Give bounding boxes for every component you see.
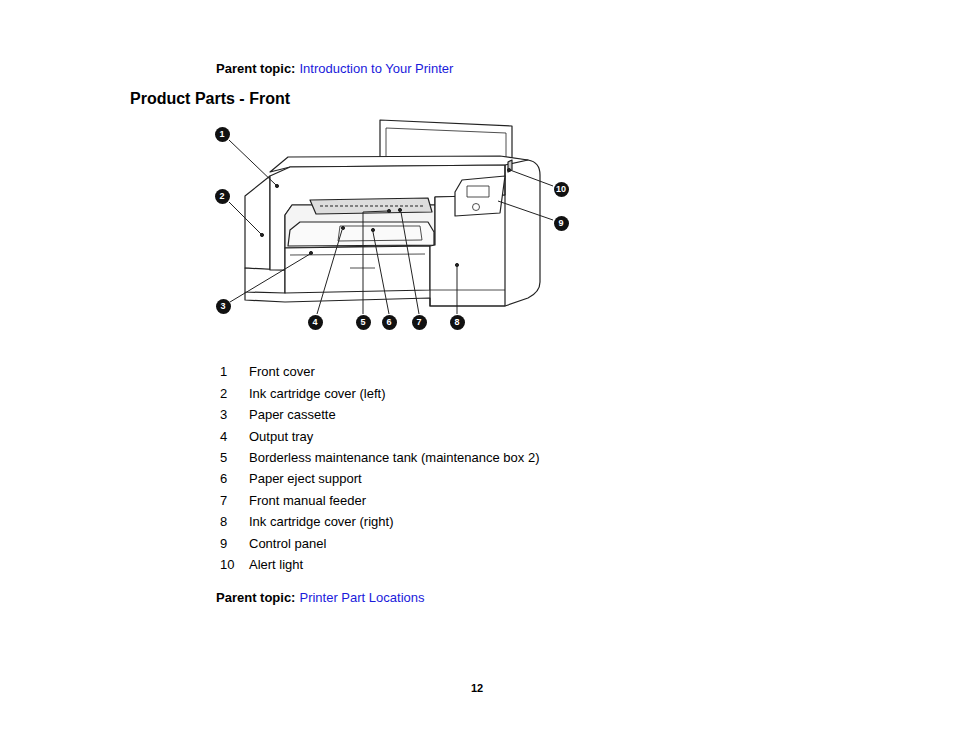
callout-text: 2 [219, 191, 224, 201]
callout-text: 3 [220, 301, 225, 311]
callout-text: 7 [416, 317, 421, 327]
list-number: 8 [220, 514, 227, 530]
part-name: Paper cassette [249, 407, 336, 423]
callout-text: 9 [558, 218, 563, 228]
part-name: Control panel [249, 536, 326, 552]
parent-topic-label: Parent topic: [216, 590, 295, 606]
callout-number: 2 [215, 189, 230, 204]
callout-text: 6 [386, 317, 391, 327]
part-name: Paper eject support [249, 471, 362, 487]
callout-text: 8 [454, 317, 459, 327]
part-name: Alert light [249, 557, 303, 573]
callout-number: 4 [308, 315, 323, 330]
callout-number: 1 [215, 127, 230, 142]
list-number: 3 [220, 407, 227, 423]
callout-text: 4 [312, 317, 317, 327]
callout-text: 1 [219, 129, 224, 139]
part-name: Borderless maintenance tank (maintenance… [249, 450, 540, 466]
list-number: 5 [220, 450, 227, 466]
callout-number: 8 [450, 315, 465, 330]
topic-link: Printer Part Locations [299, 590, 424, 606]
list-number: 10 [220, 557, 234, 573]
section-title: Product Parts - Front [130, 89, 290, 109]
page-number: 12 [471, 681, 483, 695]
callout-number: 6 [382, 315, 397, 330]
callout-number: 7 [412, 315, 427, 330]
part-name: Ink cartridge cover (left) [249, 386, 386, 402]
callout-number: 3 [216, 299, 231, 314]
part-name: Output tray [249, 429, 313, 445]
list-number: 9 [220, 536, 227, 552]
callout-text: 5 [360, 317, 365, 327]
callout-text: 10 [556, 184, 566, 194]
part-name: Front manual feeder [249, 493, 366, 509]
part-name: Front cover [249, 364, 315, 380]
callout-number: 5 [356, 315, 371, 330]
callout-number: 9 [554, 216, 569, 231]
list-number: 6 [220, 471, 227, 487]
list-number: 7 [220, 493, 227, 509]
list-number: 2 [220, 386, 227, 402]
topic-link: Introduction to Your Printer [299, 61, 453, 77]
callout-number: 10 [554, 182, 569, 197]
list-number: 4 [220, 429, 227, 445]
part-name: Ink cartridge cover (right) [249, 514, 394, 530]
parent-topic-label: Parent topic: [216, 61, 295, 77]
list-number: 1 [220, 364, 227, 380]
